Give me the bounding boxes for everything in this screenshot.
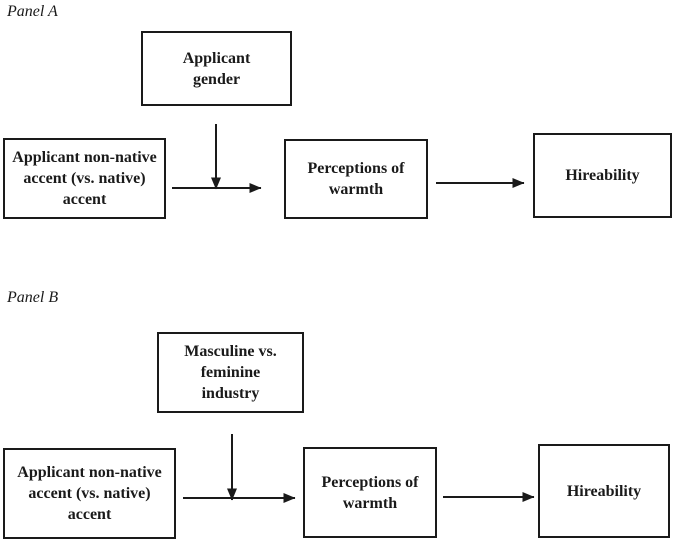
panel-b-label: Panel B (7, 289, 59, 306)
panel-a-predictor-text: Applicant non-native accent (vs. native)… (12, 149, 157, 208)
panel-b-moderator-box: Masculine vs. feminine industry (157, 332, 304, 413)
panel-a-label: Panel A (7, 3, 58, 20)
panel-b-mediator-box: Perceptions of warmth (303, 447, 437, 538)
panel-a-predictor-box: Applicant non-native accent (vs. native)… (3, 138, 166, 219)
panel-a-mediator-box: Perceptions of warmth (284, 139, 428, 219)
panel-a-outcome-text: Hireability (565, 167, 640, 184)
panel-b-predictor-box: Applicant non-native accent (vs. native)… (3, 448, 176, 539)
panel-b-outcome-box: Hireability (538, 444, 670, 538)
panel-a-moderator-text: Applicant gender (182, 49, 251, 88)
panel-b-outcome-text: Hireability (566, 482, 642, 500)
panel-a-mediator-text: Perceptions of warmth (307, 160, 405, 198)
panel-b-moderator-text: Masculine vs. feminine industry (184, 343, 277, 402)
panel-a-moderator-box: Applicant gender (141, 31, 292, 106)
panel-a-outcome-box: Hireability (533, 133, 672, 218)
panel-b-mediator-text: Perceptions of warmth (321, 473, 419, 512)
panel-b-predictor-text: Applicant non-native accent (vs. native)… (17, 464, 162, 523)
